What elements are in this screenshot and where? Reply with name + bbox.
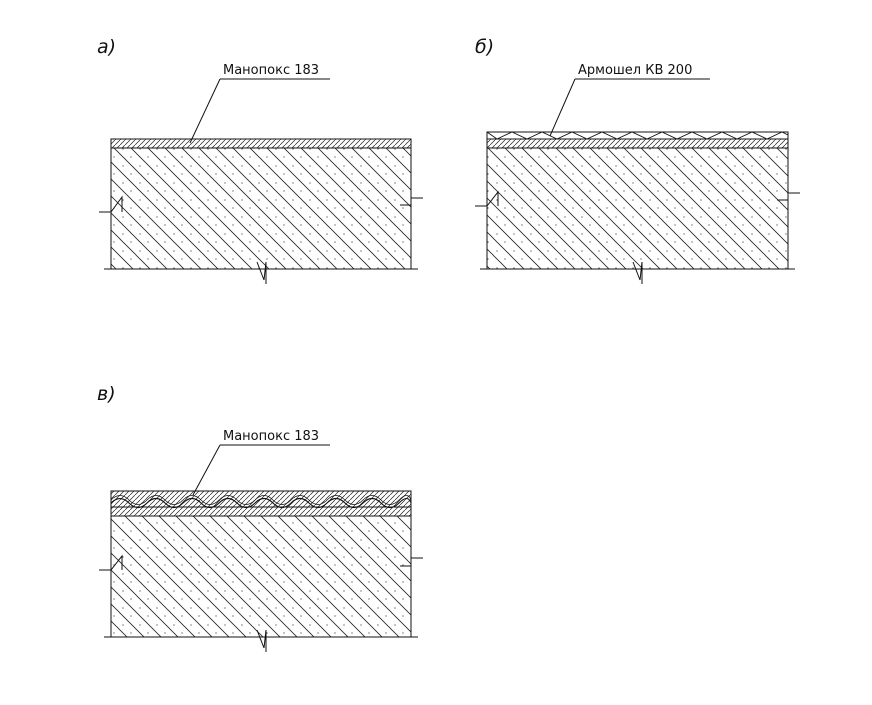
panel-b-bottom-break-mark [632, 261, 643, 284]
panel-c-right-break-mark [400, 557, 423, 567]
panel-b: б) Армошел КВ 200 [475, 36, 800, 284]
panel-c: в) Манопокс 183 [97, 383, 423, 652]
panel-a-epoxy-coating [110, 138, 412, 149]
panel-c-leader-line [192, 444, 221, 496]
panel-b-reinforcement-layer [486, 131, 789, 140]
panel-b-letter: б) [475, 36, 494, 58]
panel-b-leader-line [549, 78, 576, 137]
panel-a: а) Манопокс 183 [97, 36, 423, 284]
panel-a-callout-label: Манопокс 183 [223, 63, 319, 78]
panel-c-concrete-slab [111, 516, 411, 637]
panel-a-letter: а) [97, 36, 116, 58]
panel-b-epoxy-coating [486, 138, 789, 149]
panel-b-right-break-mark [777, 192, 800, 201]
panel-a-leader-line [189, 78, 221, 144]
panel-a-left-break-mark [99, 195, 123, 213]
panel-c-wave-mesh-inner [110, 495, 412, 505]
panel-c-callout-label: Манопокс 183 [223, 429, 319, 444]
panel-a-right-break-mark [400, 197, 423, 206]
panel-c-bottom-break-mark [256, 629, 267, 652]
panel-b-left-break-mark [475, 190, 499, 207]
panel-a-concrete-slab [111, 148, 411, 269]
panel-c-wave-mesh [110, 497, 412, 509]
panel-c-letter: в) [97, 383, 116, 405]
panel-a-bottom-break-mark [256, 261, 267, 284]
panel-c-left-break-mark [99, 554, 123, 571]
panel-b-callout-label: Армошел КВ 200 [578, 63, 692, 78]
panel-c-epoxy-coating [110, 506, 412, 517]
panel-b-concrete-slab [487, 148, 788, 269]
panel-b-zigzag-mesh [486, 131, 789, 140]
